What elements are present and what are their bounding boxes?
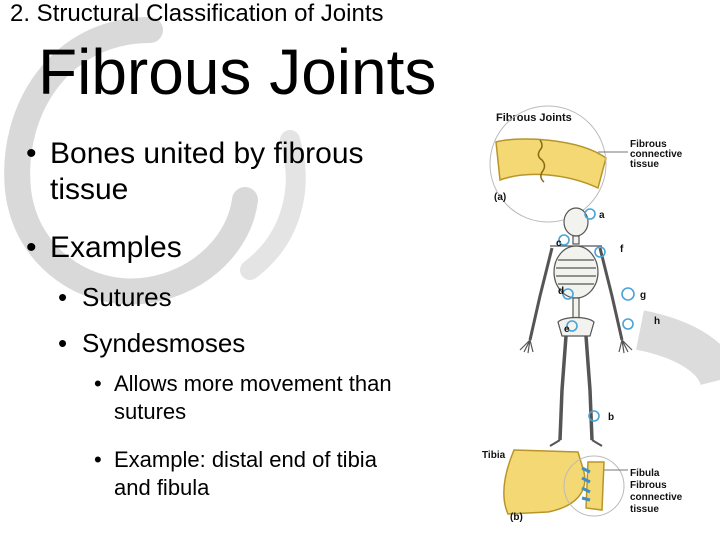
fibrous-connective-label-3: tissue: [630, 159, 659, 170]
tibia-label: Tibia: [482, 450, 506, 461]
bullet-dot: •: [58, 328, 68, 358]
bullet-dot: •: [94, 371, 102, 396]
tissue-label-b: tissue: [630, 504, 659, 515]
svg-text:b: b: [608, 412, 614, 423]
bullet-tibia-fibula: •Example: distal end of tibia and fibula: [94, 447, 377, 500]
fibrous-connective-label-2: connective: [630, 149, 683, 160]
skeleton-illustration: [519, 207, 633, 447]
svg-text:c: c: [556, 238, 562, 249]
connective-label-b: connective: [630, 492, 683, 503]
svg-text:f: f: [620, 244, 624, 255]
suture-illustration: [489, 105, 607, 223]
skeleton-markers: [558, 208, 635, 422]
bullet-fibrous-tissue: •Bones united by fibrous tissue: [26, 137, 364, 206]
bullet-syndesmoses: •Syndesmoses: [58, 328, 246, 358]
slide-header: 2. Structural Classification of Joints: [10, 0, 384, 27]
bullet-dot: •: [26, 231, 37, 264]
svg-text:e: e: [564, 324, 570, 335]
fibrous-connective-label-1: Fibrous: [630, 139, 667, 150]
svg-text:g: g: [640, 290, 646, 301]
bullet-sutures: •Sutures: [58, 282, 172, 312]
syndesmosis-illustration: [503, 449, 625, 517]
fibrous-label-b: Fibrous: [630, 480, 667, 491]
svg-text:d: d: [558, 286, 564, 297]
fibula-label: Fibula: [630, 468, 660, 479]
panel-a-label: (a): [494, 192, 506, 203]
fibrous-joints-figure: Fibrous Joints Fibrous connective tissue…: [482, 105, 683, 523]
bullet-dot: •: [58, 282, 68, 312]
panel-b-label: (b): [510, 512, 523, 523]
bullet-dot: •: [94, 447, 102, 472]
svg-text:a: a: [599, 210, 605, 221]
skeleton-point-labels: a c f d g e h b: [556, 210, 660, 423]
bullet-more-movement: •Allows more movement than sutures: [94, 371, 392, 424]
slide-title: Fibrous Joints: [38, 36, 437, 108]
bullet-examples: •Examples: [26, 231, 182, 264]
bullet-dot: •: [26, 137, 37, 170]
figure-heading: Fibrous Joints: [496, 112, 572, 124]
svg-text:h: h: [654, 316, 660, 327]
